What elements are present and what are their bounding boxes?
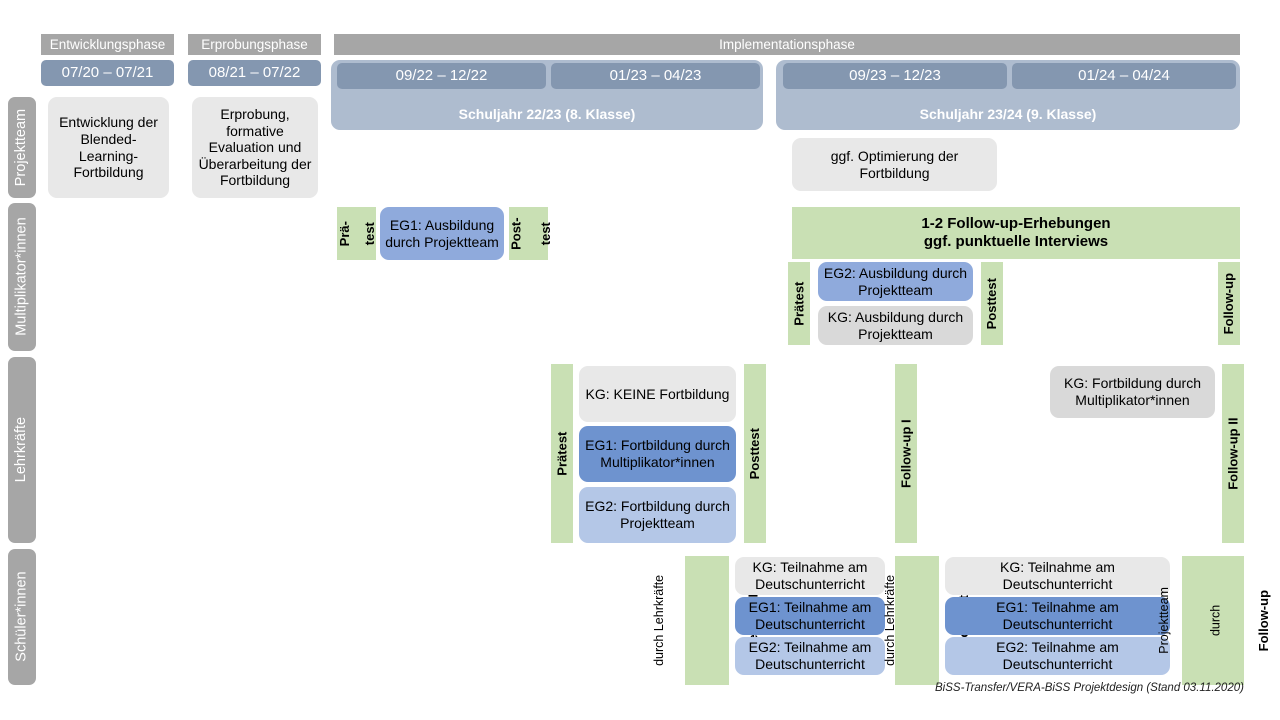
multiplikatoren-posttest-2-column: Posttest [981,262,1003,345]
period-label: 07/20 – 07/21 [61,64,154,82]
lehrkraefte-kg-fortbildung-box: KG: Fortbildung durch Multiplikator*inne… [1050,366,1215,418]
period-bar-0923-1223: 09/23 – 12/23 [783,63,1007,89]
schueler-eg2-box-2: EG2: Teilnahme am Deutschunterricht [945,637,1170,675]
schueler-posttest-column: Posttest durch Lehrkräfte [883,556,971,685]
lehrkraefte-eg1-box: EG1: Fortbildung durch Multiplikator*inn… [579,426,736,482]
school-year-label: Schuljahr 23/24 (9. Klasse) [919,106,1097,123]
row-label-lehrkraefte: Lehrkräfte [8,357,36,543]
projektteam-erprobung-box: Erprobung, formative Evaluation und Über… [192,97,318,198]
lehrkraefte-followup-2-column: Follow-up II [1222,364,1244,543]
schueler-eg1-box-2: EG1: Teilnahme am Deutschunterricht [945,597,1170,635]
period-label: 01/23 – 04/23 [609,67,702,85]
row-label-projektteam: Projektteam [8,97,36,198]
phase-header-erprobungsphase: Erprobungsphase [188,34,321,55]
lehrkraefte-posttest-column: Posttest [744,364,766,543]
period-label: 08/21 – 07/22 [208,64,301,82]
multiplikatoren-praetest-column: Prä- test [337,207,377,260]
phase-label: Entwicklungsphase [49,36,166,52]
period-bar-0821-0722: 08/21 – 07/22 [188,60,321,86]
period-bar-0123-0423: 01/23 – 04/23 [551,63,760,89]
period-bar-0922-1222: 09/22 – 12/22 [337,63,546,89]
period-label: 09/23 – 12/23 [849,67,941,85]
lehrkraefte-kg-keine-box: KG: KEINE Fortbildung [579,366,736,422]
projektteam-entwicklung-box: Entwicklung der Blended-Learning-Fortbil… [48,97,169,198]
multiplikatoren-kg-box: KG: Ausbildung durch Projektteam [818,306,973,345]
multiplikatoren-posttest-column: Post- test [509,207,553,260]
multiplikatoren-eg2-box: EG2: Ausbildung durch Projektteam [818,262,973,301]
projektteam-optimierung-box: ggf. Optimierung der Fortbildung [792,138,997,191]
multiplikatoren-followup-column: Follow-up [1218,262,1240,345]
lehrkraefte-followup-1-column: Follow-up I [895,364,917,543]
schueler-eg1-box-1: EG1: Teilnahme am Deutschunterricht [735,597,885,635]
multiplikatoren-followup-banner: 1-2 Follow-up-Erhebungen ggf. punktuelle… [792,207,1240,259]
row-label-multiplikatorinnen: Multiplikator*innen [8,203,36,351]
schueler-kg-box-1: KG: Teilnahme am Deutschunterricht [735,557,885,595]
lehrkraefte-eg2-box: EG2: Fortbildung durch Projektteam [579,487,736,543]
multiplikatoren-praetest-2-column: Prätest [788,262,810,345]
schueler-kg-box-2: KG: Teilnahme am Deutschunterricht [945,557,1170,595]
multiplikatoren-eg1-box: EG1: Ausbildung durch Projektteam [380,207,504,260]
schueler-praetest-vera-column: Prätest (VERA) durch Lehrkräfte [652,556,761,685]
schueler-eg2-box-1: EG2: Teilnahme am Deutschunterricht [735,637,885,675]
phase-label: Implementationsphase [719,36,855,52]
school-year-label: Schuljahr 22/23 (8. Klasse) [458,106,636,123]
phase-label: Erprobungsphase [201,36,308,52]
phase-header-entwicklungsphase: Entwicklungsphase [41,34,174,55]
period-bar-0124-0424: 01/24 – 04/24 [1012,63,1236,89]
lehrkraefte-praetest-column: Prätest [551,364,573,543]
row-label-schuelerinnen: Schüler*innen [8,549,36,685]
footer-caption: BiSS-Transfer/VERA-BiSS Projektdesign (S… [935,682,1244,694]
period-label: 01/24 – 04/24 [1078,67,1170,85]
phase-header-implementationsphase: Implementationsphase [334,34,1240,55]
period-label: 09/22 – 12/22 [395,67,488,85]
period-bar-0720-0721: 07/20 – 07/21 [41,60,174,86]
schueler-followup-column: Follow-up durch Projektteam [1157,556,1271,685]
